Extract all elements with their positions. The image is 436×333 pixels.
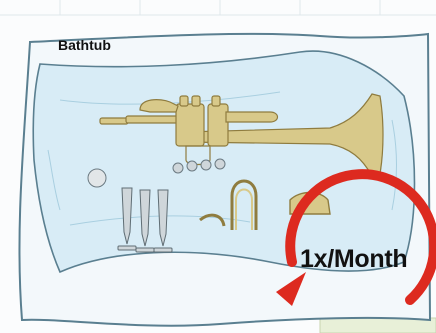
valve-disc: [88, 169, 106, 187]
bathtub-label: Bathtub: [58, 37, 111, 53]
frequency-label: 1x/Month: [300, 245, 407, 274]
valve-pistons: [118, 188, 172, 252]
